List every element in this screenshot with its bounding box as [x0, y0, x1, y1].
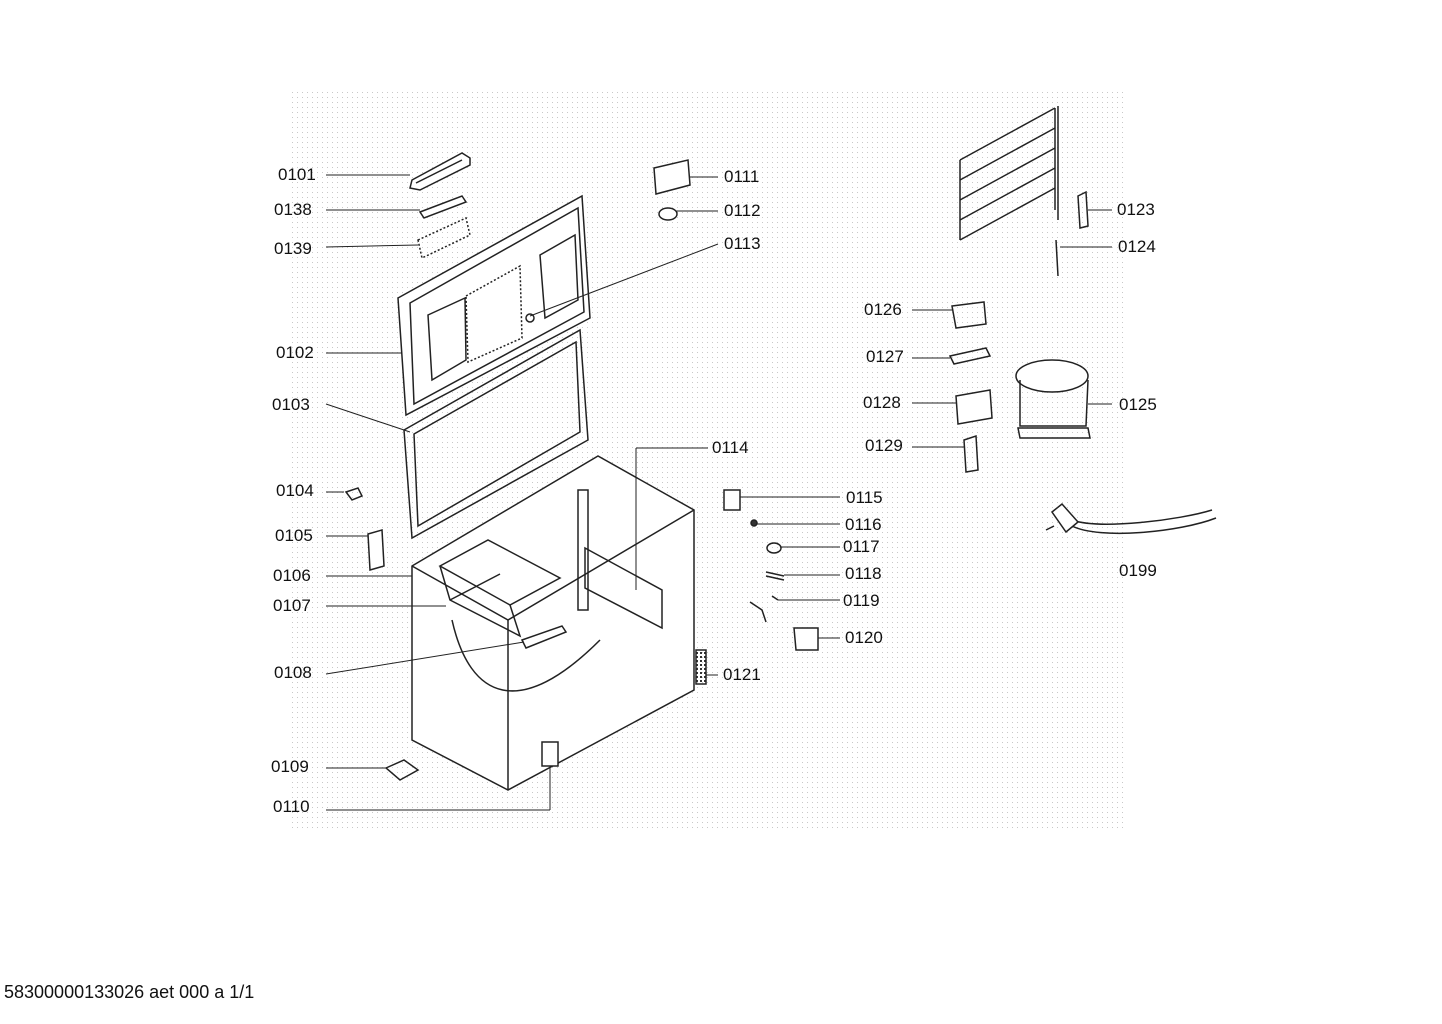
cabinet-part: [411, 455, 695, 791]
part-label: 0115: [846, 488, 883, 507]
part-label: 0101: [278, 165, 316, 184]
leader-lines: [325, 174, 1112, 811]
part-label: 0124: [1118, 237, 1156, 256]
part-label: 0110: [273, 797, 310, 816]
part-label: 0111: [724, 167, 760, 186]
basket-rail-part: [520, 625, 568, 649]
dotted-bracket-part: [417, 216, 471, 260]
screw-part: [750, 519, 758, 527]
lower-hinge-part: [541, 741, 559, 767]
part-label: 0199: [1119, 561, 1157, 580]
relay-part: [951, 301, 987, 329]
switch-housing-part: [793, 627, 819, 651]
part-label: 0127: [866, 347, 904, 366]
vent-part: [695, 649, 707, 685]
drier-part: [1077, 190, 1089, 229]
compressor-part: [1015, 359, 1091, 439]
gasket-part: [403, 328, 589, 540]
relay-cover-part: [948, 347, 992, 365]
terminal-box-part: [955, 389, 993, 425]
clamp-part: [963, 434, 979, 473]
part-label: 0138: [274, 200, 312, 219]
part-label: 0114: [712, 438, 749, 457]
document-code: 58300000133026 aet 000 a 1/1: [4, 982, 255, 1002]
lock-part: [525, 313, 535, 323]
hinge-strip-part: [418, 195, 468, 219]
part-label: 0106: [273, 566, 311, 585]
part-label: 0128: [863, 393, 901, 412]
part-label: 0139: [274, 239, 312, 258]
part-label: 0126: [864, 300, 902, 319]
part-label: 0119: [843, 591, 880, 610]
bracket-part: [367, 529, 385, 571]
part-label: 0118: [845, 564, 882, 583]
part-label: 0108: [274, 663, 312, 682]
clip-part: [344, 487, 364, 501]
part-label: 0123: [1117, 200, 1155, 219]
power-cord-part: [1045, 502, 1217, 535]
parts-artwork: [344, 106, 1217, 791]
part-label: 0102: [276, 343, 314, 362]
part-label: 0129: [865, 436, 903, 455]
filter-part: [653, 159, 691, 195]
spring-part: [765, 571, 785, 581]
part-label: 0113: [724, 234, 761, 253]
basket-part: [438, 539, 562, 606]
thermostat-part: [723, 489, 741, 511]
part-label: 0104: [276, 481, 314, 500]
capillary-part: [1055, 239, 1059, 277]
part-label: 0117: [843, 537, 880, 556]
lever-part: [749, 595, 779, 623]
part-label: 0120: [845, 628, 883, 647]
foot-part: [384, 759, 420, 781]
part-label: 0109: [271, 757, 309, 776]
part-label: 0107: [273, 596, 311, 615]
part-label: 0105: [275, 526, 313, 545]
part-label: 0112: [724, 201, 761, 220]
part-label: 0125: [1119, 395, 1157, 414]
knob-part: [658, 207, 678, 221]
condenser-part: [959, 106, 1059, 241]
lid-part: [397, 194, 591, 417]
part-label: 0116: [845, 515, 882, 534]
part-label: 0121: [723, 665, 761, 684]
cam-part: [766, 542, 782, 554]
part-label: 0103: [272, 395, 310, 414]
